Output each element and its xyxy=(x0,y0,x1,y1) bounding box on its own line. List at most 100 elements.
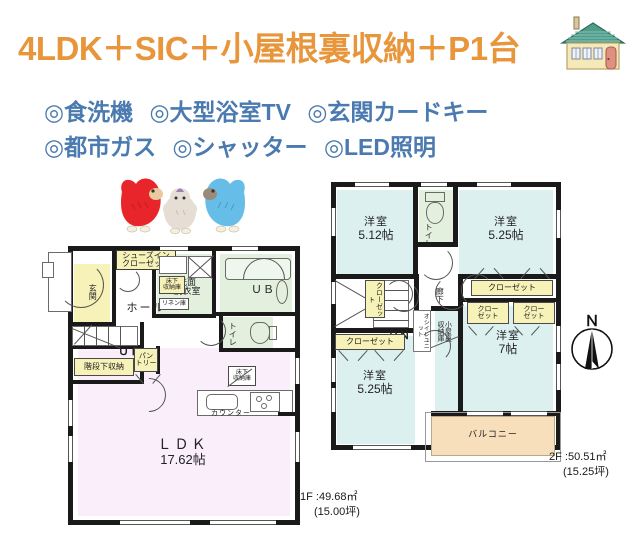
toilet-2f-label: トイレ xyxy=(424,223,434,247)
feature-bath-tv: ◎大型浴室TV xyxy=(149,99,291,125)
bedroom-ne-label: 洋室 5.25帖 xyxy=(488,216,524,242)
bedroom-sw-fill xyxy=(337,336,415,444)
f2-wall-stair-e xyxy=(414,274,419,332)
f2-wall-w xyxy=(331,182,336,450)
f2-window-s2 xyxy=(467,411,503,416)
f2-wall-stair-n xyxy=(331,274,419,279)
compass-north-label: Ｎ xyxy=(584,313,600,330)
attic-storage: 小屋裏 収納庫 xyxy=(437,320,452,342)
toilet-2f-bowl xyxy=(426,202,444,224)
f2-window-e3 xyxy=(556,364,561,390)
tread-3 xyxy=(108,326,109,346)
f2-window-s3 xyxy=(511,411,547,416)
balcony xyxy=(431,416,555,456)
f2-wall-stair-s xyxy=(331,328,419,333)
f2-wall-toilet-w xyxy=(413,182,418,278)
pantry: パン トリー xyxy=(134,348,158,372)
wall-e xyxy=(295,246,300,525)
linen-closet: リネン庫 xyxy=(159,298,189,310)
window-e1 xyxy=(295,358,300,384)
toilet-2f-door-arc xyxy=(419,246,453,280)
dn-tread-3 xyxy=(373,310,409,311)
feature-shutter: ◎シャッター xyxy=(172,134,308,160)
features-line-2: ◎都市ガス ◎シャッター ◎LED照明 xyxy=(44,128,446,162)
f2-window-w3 xyxy=(331,358,336,382)
ne-bedroom-door xyxy=(461,274,493,306)
hall-label: ホール xyxy=(126,302,166,315)
f2-window-n2 xyxy=(421,182,447,187)
under-stairs-storage: 階段下収納 xyxy=(74,358,134,376)
f2-wall-closet-n xyxy=(458,274,561,279)
f2-wall-closet-s xyxy=(458,298,561,302)
dn-tread-4 xyxy=(373,320,409,321)
floor1-plan: シューズイン クローゼット 玄関 ホール 洗面 脱衣室 床下 収納庫 リネン庫 … xyxy=(42,240,310,530)
stairs-up-treads xyxy=(72,326,138,346)
nw-bedroom-door xyxy=(389,282,419,312)
wall-w xyxy=(68,246,73,525)
feature-city-gas: ◎都市ガス xyxy=(44,134,157,160)
f2-window-s1 xyxy=(353,445,411,450)
tread-1 xyxy=(84,326,85,346)
bathtub xyxy=(225,258,291,280)
floor2-area-note: 2F :50.51㎡ (15.25坪) xyxy=(549,450,609,480)
bedroom-se-label: 洋室 7帖 xyxy=(496,330,520,356)
burner-2 xyxy=(266,395,272,401)
compass-dial xyxy=(571,328,613,370)
f2-window-e2 xyxy=(556,326,561,352)
entrance-door-arc xyxy=(58,262,104,308)
tread-2 xyxy=(96,326,97,346)
wall-pantry-e xyxy=(156,346,160,374)
floor2-plan: 洋室 5.12帖 洋室 5.25帖 洋室 5.25帖 洋室 7帖 トイレ 廊下 xyxy=(325,178,570,478)
ldk-label: ＬＤＫ 17.62帖 xyxy=(157,436,209,467)
bedroom-nw-fill xyxy=(337,190,415,276)
f2-wall-toilet-s xyxy=(413,242,458,247)
floor2-area-m2: 2F :50.51㎡ xyxy=(549,451,607,463)
wall-washroom-e xyxy=(212,246,216,318)
closet-ne-wide: クローゼット xyxy=(471,280,553,296)
se-bedroom-door xyxy=(435,276,469,310)
bedroom-nw-label: 洋室 5.12帖 xyxy=(358,216,394,242)
toilet-bowl xyxy=(250,322,270,344)
wall-stair-s xyxy=(68,380,144,384)
features-line-1: ◎食洗機 ◎大型浴室TV ◎玄関カードキー xyxy=(44,93,498,127)
burner-3 xyxy=(261,403,267,409)
closet-mid-right: クロー ゼット xyxy=(513,302,555,324)
kitchen-wall-stub xyxy=(278,412,298,416)
f2-window-w4 xyxy=(331,388,336,412)
toilet-tank xyxy=(269,326,277,340)
f2-wall-e xyxy=(556,182,561,450)
feature-dishwasher: ◎食洗機 xyxy=(44,99,134,125)
kitchen-stove xyxy=(250,392,280,412)
floor1-area-note: 1F :49.68㎡ (15.00坪) xyxy=(300,490,360,520)
toilet-door-arc xyxy=(196,316,226,346)
sw-bedroom-door xyxy=(419,330,451,362)
north-compass: Ｎ xyxy=(571,310,613,372)
wall-hall-w xyxy=(152,246,156,318)
shoes-in-closet-label: シューズイン クローゼット xyxy=(122,250,170,268)
vanity xyxy=(159,256,187,274)
counter-label: カウンター xyxy=(211,410,251,418)
f2-window-e1 xyxy=(556,210,561,238)
bird-mascots xyxy=(120,178,246,235)
wall-stair-mid xyxy=(68,345,144,349)
red-parrot xyxy=(120,178,163,233)
feature-led: ◎LED照明 xyxy=(323,134,437,160)
f2-wall-se-w xyxy=(458,274,463,414)
f2-window-w2 xyxy=(331,282,336,304)
toilet-1f-label: トイレ xyxy=(228,322,238,346)
stairs-up-label: ＵＰ xyxy=(118,346,142,359)
wall-stair-n xyxy=(68,322,116,326)
closet-unit: オシイレユニット xyxy=(413,310,431,352)
f2-window-n3 xyxy=(477,182,511,187)
house-icon xyxy=(559,16,627,70)
wall-toilet-s xyxy=(219,348,297,352)
page-title: 4LDK＋SIC＋小屋根裏収納＋P1台 xyxy=(18,30,521,67)
closet-sw: クローゼット xyxy=(335,334,405,350)
f2-wall-toilet-e xyxy=(453,182,458,246)
burner-1 xyxy=(256,396,262,402)
porch-step xyxy=(42,262,54,278)
toilet-2f-tank xyxy=(425,192,445,202)
bedroom-sw-label: 洋室 5.25帖 xyxy=(357,370,393,396)
wall-entrance-e xyxy=(112,246,116,324)
